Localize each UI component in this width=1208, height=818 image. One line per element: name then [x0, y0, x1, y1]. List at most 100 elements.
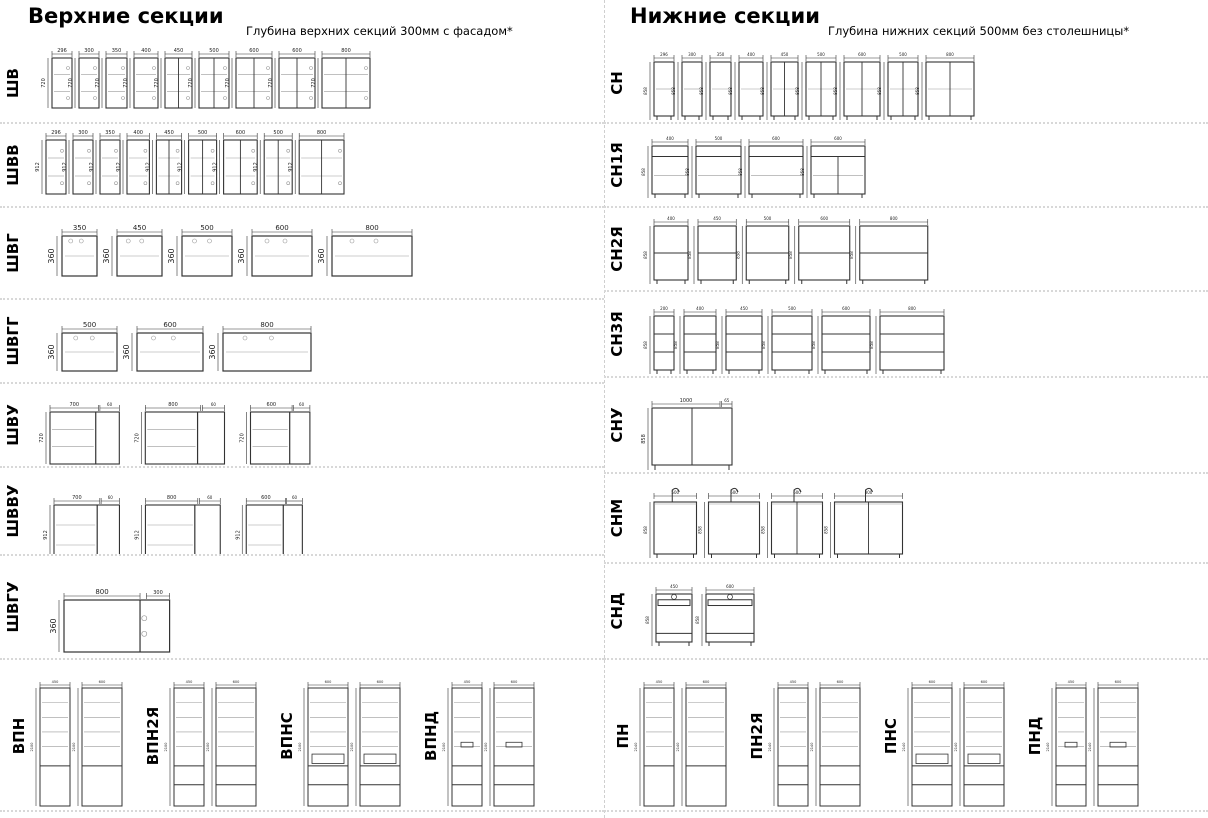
tall-group-label-box: ВПНС [274, 676, 300, 796]
height-dimension: 360 [237, 248, 246, 263]
height-dimension: 858 [761, 341, 766, 349]
tall-group-label: ПНД [1026, 716, 1044, 756]
section-label: СН2Я [608, 226, 626, 272]
height-dimension: 2100 [72, 743, 76, 752]
width-dimension: 600 [726, 584, 734, 589]
section-label: СН3Я [608, 311, 626, 357]
width-dimension: 600 [511, 680, 518, 684]
tall-group-label-box: ПНС [878, 676, 904, 796]
height-dimension: 720 [123, 78, 129, 88]
height-dimension: 2140 [634, 743, 638, 752]
width-dimension: 800 [908, 306, 916, 311]
height-dimension: 858 [849, 251, 854, 259]
width-dimension: 500 [198, 130, 208, 136]
height-dimension: 360 [208, 344, 217, 359]
tall-group-label: ВПНД [422, 711, 440, 761]
width-dimension: 500 [83, 321, 96, 329]
height-dimension: 858 [643, 341, 648, 349]
width-dimension: 60 [108, 495, 114, 500]
height-dimension: 858 [824, 526, 829, 534]
height-dimension: 720 [225, 78, 231, 88]
width-dimension: 600 [981, 680, 988, 684]
width-dimension: 350 [105, 130, 115, 136]
width-dimension: 500 [715, 136, 723, 141]
tall-cabinets-svg: 4502100600210045021006002100600210060021… [30, 680, 535, 807]
width-dimension: 500 [200, 224, 213, 232]
height-dimension: 858 [728, 87, 733, 95]
section-label: ШВВ [4, 144, 22, 186]
tall-cabinet-drawing: 600 2100 [298, 680, 349, 807]
width-dimension: 600 [267, 402, 277, 408]
width-dimension: 600 [842, 306, 850, 311]
section-label-box: ШВУ [0, 384, 26, 466]
height-dimension: 858 [795, 87, 800, 95]
width-dimension: 296 [51, 130, 61, 136]
width-dimension: 60 [207, 495, 213, 500]
width-dimension: 600 [929, 680, 936, 684]
height-dimension: 912 [235, 530, 241, 540]
section-label: ШВУ [4, 404, 22, 446]
height-dimension: 720 [268, 78, 274, 88]
section-label-box: ШВГУ [0, 556, 26, 658]
height-dimension: 912 [116, 162, 122, 172]
height-dimension: 858 [788, 251, 793, 259]
height-dimension: 2100 [298, 743, 302, 752]
width-dimension: 700 [72, 495, 82, 501]
tall-group-label-box: ВПН2Я [140, 676, 166, 796]
width-dimension: 450 [52, 680, 59, 684]
height-dimension: 2140 [902, 743, 906, 752]
width-dimension: 300 [153, 590, 163, 596]
height-dimension: 360 [317, 248, 326, 263]
width-dimension: 800 [167, 495, 177, 501]
width-dimension: 600 [236, 130, 246, 136]
width-dimension: 400 [133, 130, 143, 136]
height-dimension: 858 [699, 87, 704, 95]
section-label: ШВГ [4, 233, 22, 273]
width-dimension: 600 [325, 680, 332, 684]
width-dimension: 400 [666, 136, 674, 141]
upper-depth-note: Глубина верхних секций 300мм с фасадом* [246, 24, 513, 38]
height-dimension: 2140 [768, 743, 772, 752]
section-label-box: ШВ [0, 44, 26, 122]
height-dimension: 912 [35, 162, 41, 172]
tall-group-label: ПН [614, 723, 632, 749]
width-dimension: 300 [78, 130, 88, 136]
lower-depth-note: Глубина нижних секций 500мм без столешни… [828, 24, 1130, 38]
width-dimension: 600 [275, 224, 288, 232]
width-dimension: 450 [740, 306, 748, 311]
width-dimension: 600 [703, 680, 710, 684]
height-dimension: 858 [673, 341, 678, 349]
width-dimension: 600 [834, 136, 842, 141]
wide-cabinet-drawing: 600 360 [237, 224, 313, 277]
